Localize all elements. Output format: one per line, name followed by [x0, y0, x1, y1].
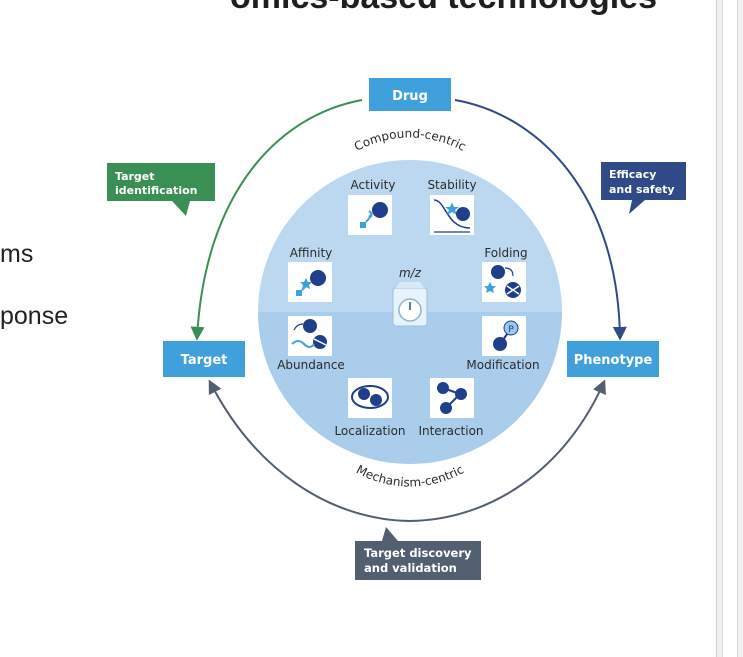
- target-discovery-line1: Target discovery: [364, 546, 472, 560]
- abundance-label: Abundance: [277, 358, 345, 372]
- modification-label: Modification: [466, 358, 539, 372]
- mz-label: m/z: [399, 266, 422, 280]
- efficacy-safety-callout: Efficacy and safety: [601, 162, 686, 214]
- folding-icon: [482, 262, 526, 302]
- target-identification-callout: Target identification: [107, 163, 215, 216]
- phospho-marker: P: [508, 325, 514, 335]
- interaction-icon: [430, 378, 474, 418]
- page-title: omics-based technologies: [230, 0, 657, 17]
- vertical-scrollbar[interactable]: [716, 0, 743, 657]
- drug-label: Drug: [392, 89, 428, 104]
- localization-icon: [348, 378, 392, 418]
- affinity-label: Affinity: [290, 246, 333, 260]
- target-node: Target: [163, 341, 245, 377]
- target-label: Target: [181, 353, 228, 368]
- target-identification-line2: identification: [115, 184, 197, 197]
- activity-icon: [348, 195, 392, 235]
- interaction-label: Interaction: [418, 424, 483, 438]
- bullet-fragment-2: ponse: [0, 302, 69, 330]
- modification-icon: P: [482, 316, 526, 356]
- compound-centric-label: Compound-centric: [352, 126, 468, 153]
- target-identification-line1: Target: [115, 170, 155, 183]
- efficacy-line2: and safety: [609, 183, 675, 196]
- phenotype-node: Phenotype: [567, 341, 659, 377]
- scale-icon: [392, 282, 428, 327]
- scrollbar-thumb[interactable]: [722, 0, 738, 657]
- bullet-fragment-1: ms: [0, 240, 34, 268]
- localization-label: Localization: [334, 424, 405, 438]
- target-discovery-callout: Target discovery and validation: [355, 527, 481, 580]
- abundance-icon: [288, 316, 332, 356]
- affinity-icon: [288, 262, 332, 302]
- arc-drug-to-target: [190, 99, 363, 341]
- activity-label: Activity: [351, 178, 396, 192]
- mechanism-centric-label: Mechanism-centric: [354, 462, 466, 489]
- arc-target-discovery: [208, 379, 606, 523]
- folding-label: Folding: [484, 246, 527, 260]
- drug-node: Drug: [369, 78, 451, 111]
- stability-icon: [430, 195, 474, 235]
- efficacy-line1: Efficacy: [609, 168, 656, 181]
- target-discovery-line2: and validation: [364, 561, 457, 575]
- phenotype-label: Phenotype: [574, 353, 653, 368]
- arc-drug-to-phenotype: [454, 99, 627, 341]
- stability-label: Stability: [427, 178, 476, 192]
